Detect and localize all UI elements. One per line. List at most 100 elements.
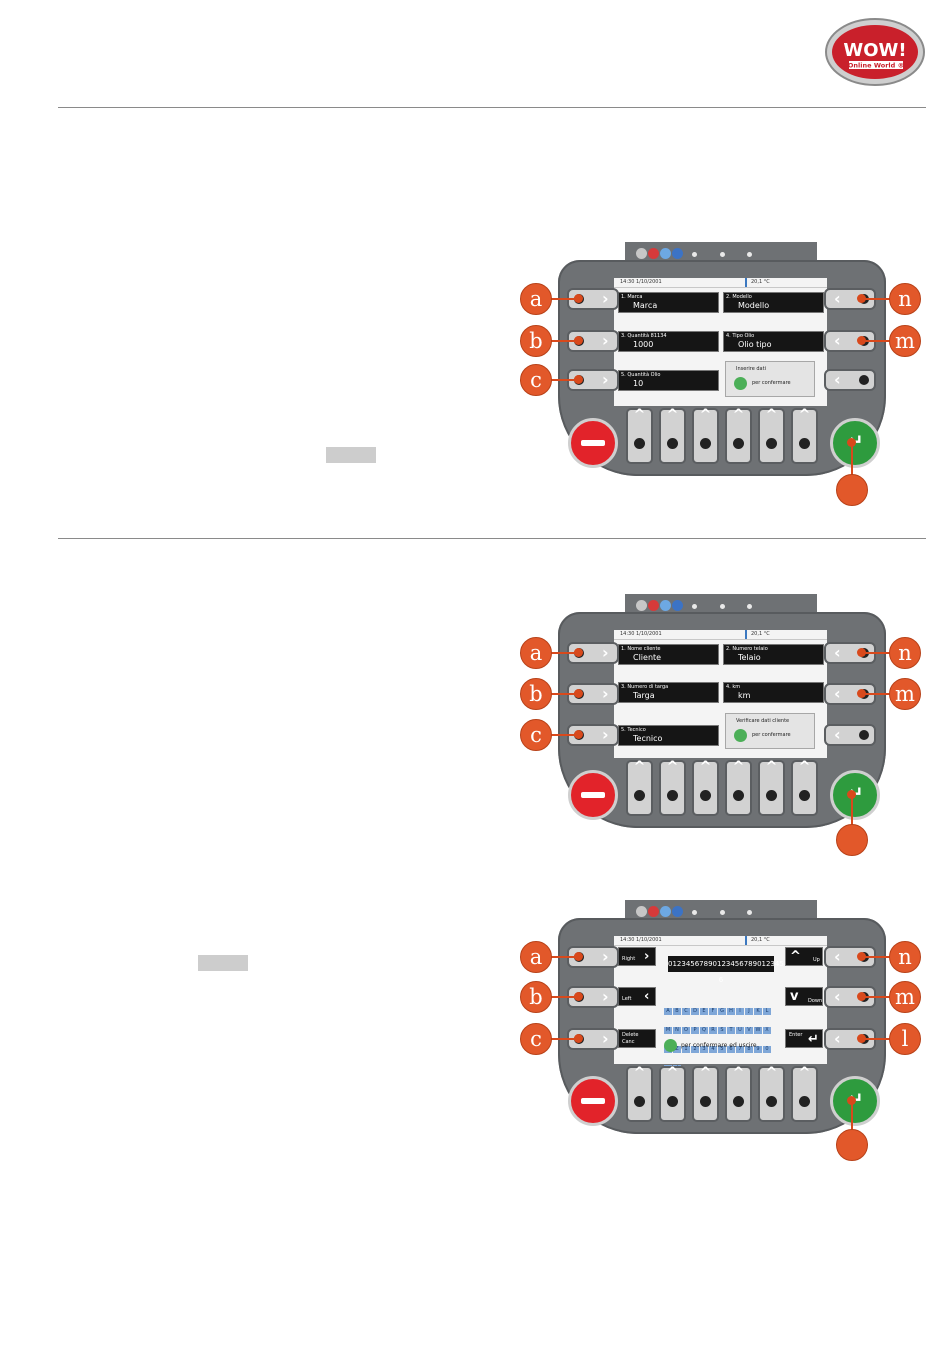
bottom-key-1[interactable]: ^ xyxy=(626,759,653,816)
km-field[interactable]: 4. km km xyxy=(723,682,824,703)
character-key[interactable]: 2 xyxy=(691,1046,699,1053)
bottom-key-2[interactable]: ^ xyxy=(659,759,686,816)
character-key[interactable]: 9 xyxy=(754,1046,762,1053)
chevron-left-icon: ‹ xyxy=(834,331,841,350)
character-key[interactable]: B xyxy=(673,1008,681,1015)
cancel-button[interactable] xyxy=(568,418,618,468)
quantity-field[interactable]: 3. Quantità 81134 1000 xyxy=(618,331,719,352)
bottom-key-5[interactable]: ^ xyxy=(758,407,785,464)
no-entry-icon xyxy=(648,600,659,611)
down-button[interactable]: v Down xyxy=(785,987,823,1006)
character-key[interactable]: Z xyxy=(673,1046,681,1053)
character-key[interactable]: L xyxy=(763,1008,771,1015)
cancel-button[interactable] xyxy=(568,1076,618,1126)
bottom-key-4[interactable]: ^ xyxy=(725,1065,752,1122)
character-key[interactable]: J xyxy=(745,1008,753,1015)
bottom-key-2[interactable]: ^ xyxy=(659,407,686,464)
character-key[interactable]: F xyxy=(709,1008,717,1015)
character-key[interactable]: E xyxy=(700,1008,708,1015)
oil-can-icon xyxy=(636,906,647,917)
oil-type-field[interactable]: 4. Tipo Olio Olio tipo xyxy=(723,331,824,352)
customer-name-field[interactable]: 1. Nome cliente Cliente xyxy=(618,644,719,665)
red-dot-icon xyxy=(574,1034,583,1043)
character-grid[interactable]: ABCDEFGHIJKLMNOPQRSTUVWXYZ1234567890./ xyxy=(664,997,772,1073)
bottom-key-1[interactable]: ^ xyxy=(626,407,653,464)
bottom-key-4[interactable]: ^ xyxy=(725,407,752,464)
callout-enter xyxy=(836,1129,868,1161)
character-key[interactable]: 3 xyxy=(700,1046,708,1053)
character-key[interactable]: 0 xyxy=(763,1046,771,1053)
character-key[interactable]: 5 xyxy=(718,1046,726,1053)
bottom-key-5[interactable]: ^ xyxy=(758,759,785,816)
chevron-up-icon: ^ xyxy=(732,407,745,423)
character-key[interactable]: Q xyxy=(700,1027,708,1034)
character-key[interactable]: K xyxy=(754,1008,762,1015)
character-key[interactable]: 8 xyxy=(745,1046,753,1053)
character-key[interactable]: 4 xyxy=(709,1046,717,1053)
callout-leader xyxy=(860,956,890,958)
character-key[interactable]: H xyxy=(727,1008,735,1015)
bottom-key-4[interactable]: ^ xyxy=(725,759,752,816)
bottom-key-5[interactable]: ^ xyxy=(758,1065,785,1122)
character-key[interactable]: G xyxy=(718,1008,726,1015)
left-button[interactable]: Left ‹ xyxy=(618,987,656,1006)
status-datetime: 14:30 1/10/2001 xyxy=(620,631,662,637)
character-key[interactable]: D xyxy=(691,1008,699,1015)
brand-field[interactable]: 1. Marca Marca xyxy=(618,292,719,313)
cancel-button[interactable] xyxy=(568,770,618,820)
side-key-l[interactable]: ‹ xyxy=(824,369,876,391)
delete-button[interactable]: Delete Canc xyxy=(618,1029,656,1048)
character-key[interactable]: C xyxy=(682,1008,690,1015)
character-key[interactable]: T xyxy=(727,1027,735,1034)
character-key[interactable]: I xyxy=(736,1008,744,1015)
bottom-key-3[interactable]: ^ xyxy=(692,407,719,464)
confirm-button[interactable]: ↵ xyxy=(830,1076,880,1126)
confirm-title: Inserire dati xyxy=(736,366,766,372)
red-dot-icon xyxy=(857,689,866,698)
confirm-box[interactable]: Verificare dati cliente per confermare xyxy=(725,713,815,749)
bottom-key-6[interactable]: ^ xyxy=(791,407,818,464)
button-dot-icon xyxy=(766,1096,777,1107)
button-dot-icon xyxy=(700,438,711,449)
character-key[interactable]: 6 xyxy=(727,1046,735,1053)
temperature-indicator xyxy=(745,936,747,945)
red-dot-icon xyxy=(857,336,866,345)
character-key[interactable]: A xyxy=(664,1008,672,1015)
field-value: 10 xyxy=(633,379,644,388)
character-key[interactable]: X xyxy=(763,1027,771,1034)
bottom-key-3[interactable]: ^ xyxy=(692,1065,719,1122)
bottom-key-3[interactable]: ^ xyxy=(692,759,719,816)
up-button[interactable]: ^ Up xyxy=(785,947,823,966)
side-key-l[interactable]: ‹ xyxy=(824,724,876,746)
bottom-key-6[interactable]: ^ xyxy=(791,759,818,816)
character-key[interactable]: N xyxy=(673,1027,681,1034)
red-dot-icon xyxy=(857,952,866,961)
bottom-key-6[interactable]: ^ xyxy=(791,1065,818,1122)
chassis-number-field[interactable]: 2. Numero telaio Telaio xyxy=(723,644,824,665)
right-button[interactable]: Right › xyxy=(618,947,656,966)
character-key[interactable]: U xyxy=(736,1027,744,1034)
text-entry-field[interactable]: 01234567890123456789012345 6 xyxy=(668,956,784,984)
confirm-box[interactable]: Inserire dati per confermare xyxy=(725,361,815,397)
license-plate-field[interactable]: 3. Numero di targa Targa xyxy=(618,682,719,703)
bottom-key-1[interactable]: ^ xyxy=(626,1065,653,1122)
character-key[interactable]: 1 xyxy=(682,1046,690,1053)
character-key[interactable]: O xyxy=(682,1027,690,1034)
character-key[interactable]: W xyxy=(754,1027,762,1034)
green-button-icon xyxy=(734,729,747,742)
bottom-key-2[interactable]: ^ xyxy=(659,1065,686,1122)
character-key[interactable]: R xyxy=(709,1027,717,1034)
character-key[interactable]: P xyxy=(691,1027,699,1034)
enter-button[interactable]: Enter ↵ xyxy=(785,1029,823,1048)
chevron-down-icon: v xyxy=(790,989,799,1004)
button-dot-icon xyxy=(634,1096,645,1107)
led xyxy=(692,604,697,609)
character-key[interactable]: S xyxy=(718,1027,726,1034)
character-key[interactable]: 7 xyxy=(736,1046,744,1053)
oil-quantity-field[interactable]: 5. Quantità Olio 10 xyxy=(618,370,719,391)
callout-leader xyxy=(860,652,890,654)
character-key[interactable]: M xyxy=(664,1027,672,1034)
technician-field[interactable]: 5. Tecnico Tecnico xyxy=(618,725,719,746)
model-field[interactable]: 2. Modello Modello xyxy=(723,292,824,313)
character-key[interactable]: V xyxy=(745,1027,753,1034)
